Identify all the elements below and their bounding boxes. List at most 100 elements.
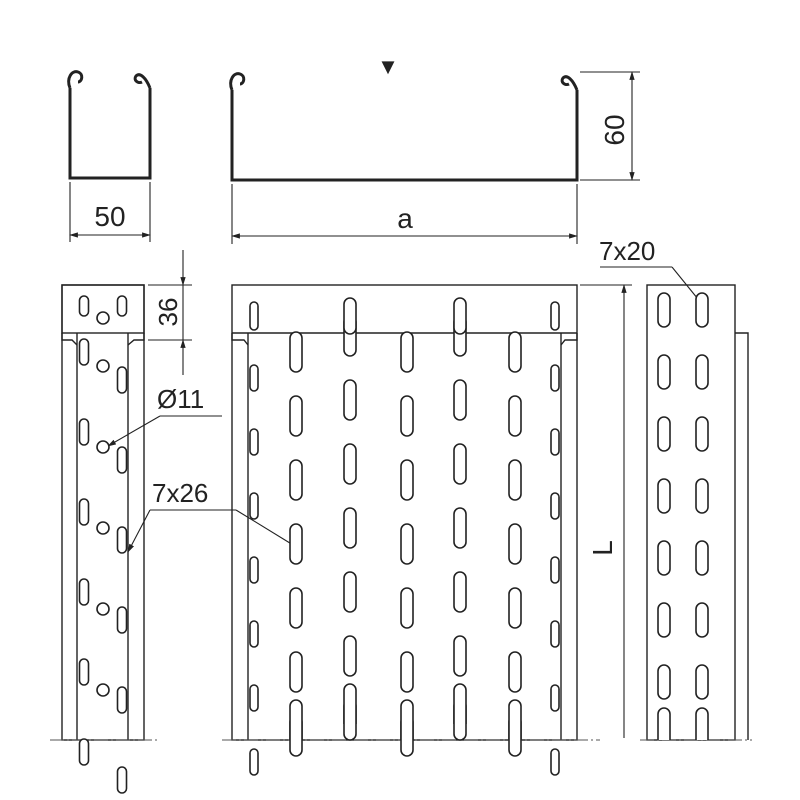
side-view-panel: 7x20	[599, 236, 752, 741]
hole	[96, 440, 110, 454]
slot	[508, 587, 522, 629]
slot	[289, 651, 303, 693]
slot	[400, 395, 414, 437]
slot	[695, 707, 709, 740]
slot	[550, 428, 560, 456]
slot	[78, 338, 90, 366]
slot	[400, 699, 414, 740]
slot	[289, 459, 303, 501]
slot	[657, 416, 671, 452]
slot	[249, 428, 259, 456]
slot	[116, 295, 128, 317]
dim-width-side: 50	[94, 201, 125, 232]
slot	[453, 683, 467, 724]
dim-height: 60	[599, 114, 630, 145]
slot	[78, 578, 90, 606]
dim-slot-side: 7x26	[152, 478, 208, 508]
slot	[78, 418, 90, 446]
slot	[508, 331, 522, 373]
slot	[116, 526, 128, 554]
slot	[550, 492, 560, 520]
slot	[116, 606, 128, 634]
slot	[400, 331, 414, 373]
slot	[657, 707, 671, 740]
slot	[453, 507, 467, 549]
hole	[96, 602, 110, 616]
dim-length: L	[587, 540, 618, 556]
slot	[116, 446, 128, 474]
slot	[78, 498, 90, 526]
slot	[695, 602, 709, 638]
slot	[78, 738, 90, 766]
hole	[96, 683, 110, 697]
slot	[453, 571, 467, 613]
slot	[249, 492, 259, 520]
slot	[550, 620, 560, 648]
slot	[508, 699, 522, 740]
slot	[343, 379, 357, 421]
slot	[249, 301, 259, 331]
slot	[453, 297, 467, 335]
slot	[289, 331, 303, 373]
slot	[453, 635, 467, 677]
slot	[343, 635, 357, 677]
slot	[657, 354, 671, 390]
slot	[249, 556, 259, 584]
slot	[695, 478, 709, 514]
slot	[550, 301, 560, 331]
section-view-wide: ▼ a 60	[229, 54, 640, 244]
top-view-wide: L	[222, 284, 632, 741]
slot	[695, 292, 709, 328]
slot	[550, 556, 560, 584]
slot	[550, 684, 560, 712]
dim-width-main: a	[397, 203, 413, 234]
slot	[78, 295, 90, 317]
slot	[508, 523, 522, 565]
side-view-narrow: 36 Ø11 7x26	[50, 250, 299, 741]
slot	[453, 443, 467, 485]
slot	[550, 748, 560, 776]
slot	[508, 395, 522, 437]
slot	[116, 366, 128, 394]
section-view-narrow: 50	[67, 70, 152, 242]
slot	[249, 748, 259, 776]
slot	[289, 699, 303, 740]
slot	[78, 658, 90, 686]
slot	[249, 364, 259, 392]
perforations	[78, 292, 709, 794]
slot	[249, 620, 259, 648]
slot	[657, 664, 671, 700]
hole	[96, 311, 110, 325]
slot	[508, 459, 522, 501]
slot	[289, 523, 303, 565]
top-marker-arrow: ▼	[377, 54, 399, 79]
slot	[695, 540, 709, 576]
slot	[249, 684, 259, 712]
slot	[400, 651, 414, 693]
slot	[657, 292, 671, 328]
slot	[343, 507, 357, 549]
slot	[657, 540, 671, 576]
slot	[400, 459, 414, 501]
slot	[657, 478, 671, 514]
slot	[343, 297, 357, 335]
slot	[657, 602, 671, 638]
hole	[96, 359, 110, 373]
slot	[343, 683, 357, 724]
slot	[116, 686, 128, 714]
slot	[453, 379, 467, 421]
slot	[508, 651, 522, 693]
slot	[695, 416, 709, 452]
slot	[343, 571, 357, 613]
slot	[289, 587, 303, 629]
slot	[116, 766, 128, 794]
slot	[343, 443, 357, 485]
hole	[96, 521, 110, 535]
slot	[695, 354, 709, 390]
slot	[695, 664, 709, 700]
dim-slot-front: 7x20	[599, 236, 655, 266]
slot	[400, 587, 414, 629]
dim-end-gap: 36	[153, 298, 183, 327]
slot	[289, 395, 303, 437]
